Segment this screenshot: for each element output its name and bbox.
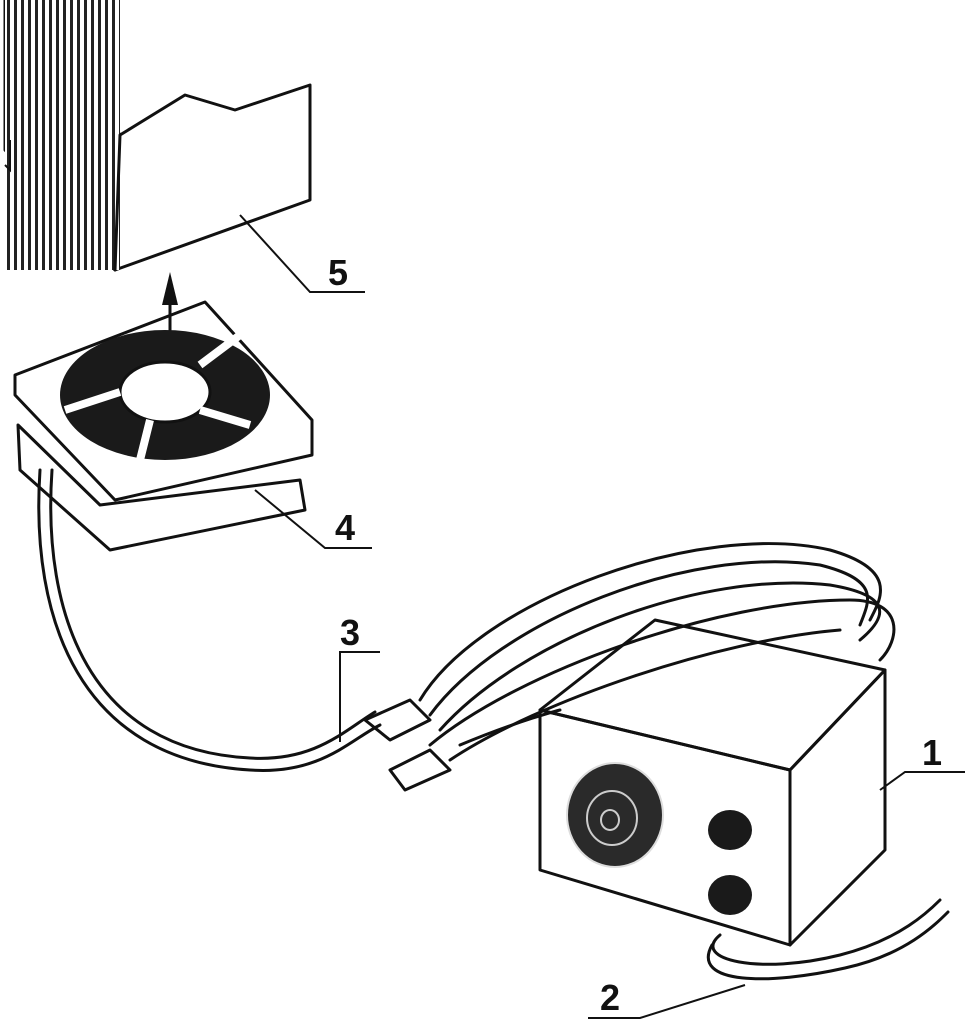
psu-fan-grille xyxy=(566,762,664,868)
heatsink-fins xyxy=(5,0,120,270)
power-cord xyxy=(706,898,950,981)
fan xyxy=(13,300,314,552)
label-psu: 1 xyxy=(922,732,942,773)
callout-4: 4 xyxy=(254,489,372,549)
label-fan: 4 xyxy=(335,507,355,548)
power-supply-unit xyxy=(538,618,887,947)
label-fan-cable: 3 xyxy=(340,612,360,653)
psu-socket xyxy=(708,810,752,850)
label-power-cord: 2 xyxy=(600,977,620,1018)
psu-wire-bundle xyxy=(363,542,896,792)
label-heatsink: 5 xyxy=(328,252,348,293)
heatsink xyxy=(3,0,312,272)
callout-5: 5 xyxy=(239,214,365,293)
callout-1: 1 xyxy=(879,732,965,791)
callout-2: 2 xyxy=(588,977,746,1019)
psu-socket xyxy=(708,875,752,915)
callout-3: 3 xyxy=(339,612,380,742)
fan-cable xyxy=(37,468,382,772)
